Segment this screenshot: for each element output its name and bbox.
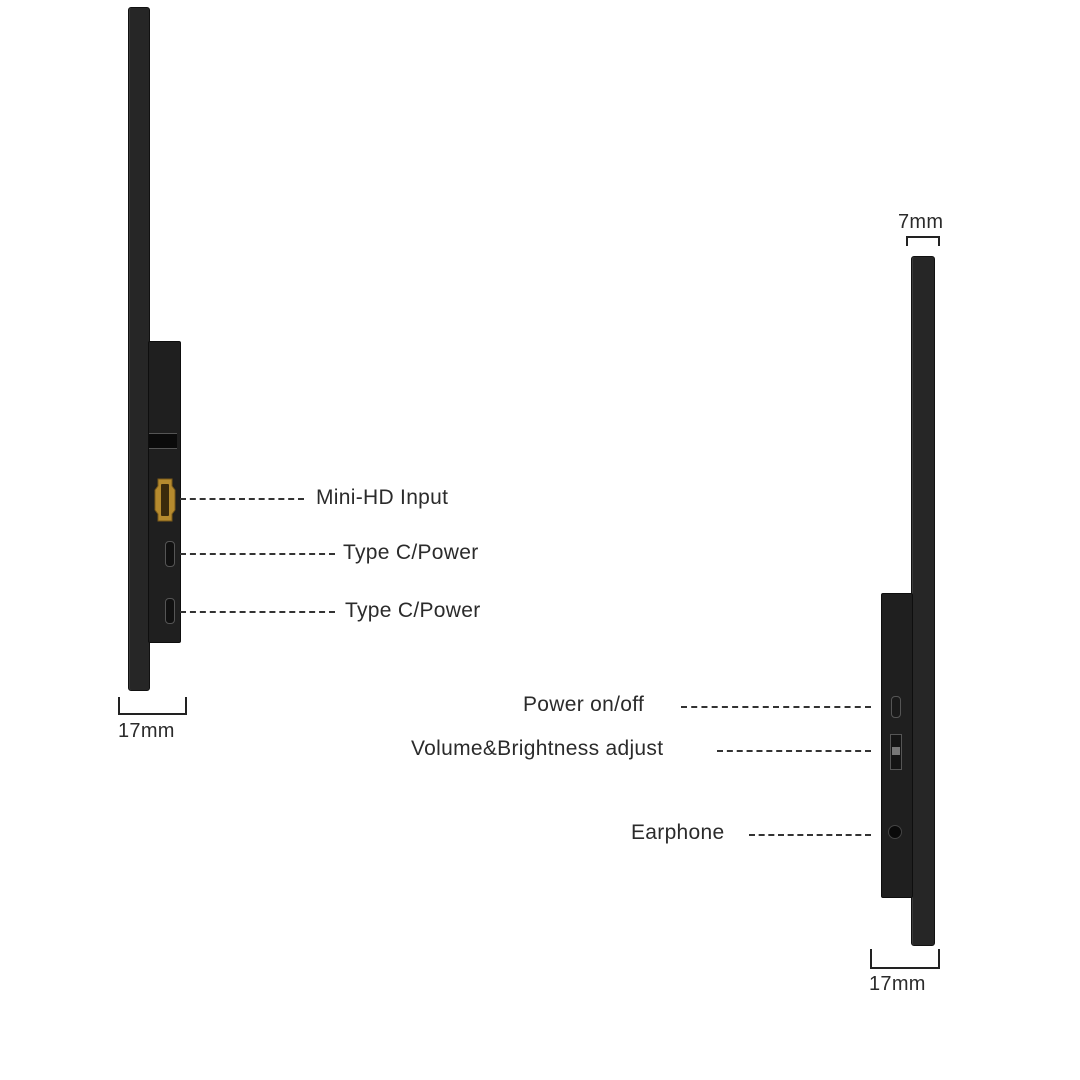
- type-c-2-leader-line: [180, 611, 335, 613]
- type-c-power-label-1: Type C/Power: [343, 541, 479, 564]
- left-thickness-label: 17mm: [118, 720, 175, 742]
- right-bottom-thickness-label: 17mm: [869, 973, 926, 995]
- volume-brightness-switch-icon: [890, 734, 902, 770]
- earphone-label: Earphone: [631, 821, 725, 844]
- type-c-power-label-2: Type C/Power: [345, 599, 481, 622]
- volume-brightness-label: Volume&Brightness adjust: [411, 737, 664, 760]
- right-top-thickness-label: 7mm: [898, 211, 944, 233]
- volume-leader-line: [717, 750, 871, 752]
- type-c-port-1-icon: [165, 541, 175, 567]
- right-bottom-thickness-bracket: [870, 949, 940, 969]
- left-monitor-side: Mini-HD Input Type C/Power Type C/Power …: [0, 0, 540, 760]
- earphone-jack-icon: [888, 825, 902, 839]
- left-thickness-bracket: [118, 697, 187, 715]
- power-button-icon: [891, 696, 901, 718]
- right-monitor-side: 7mm Power on/off Volume&Brightness adjus…: [400, 200, 1080, 1000]
- mini-hd-leader-line: [180, 498, 304, 500]
- mini-hd-input-label: Mini-HD Input: [316, 486, 449, 509]
- mini-hd-port-icon: [154, 478, 176, 522]
- power-leader-line: [681, 706, 871, 708]
- power-on-off-label: Power on/off: [523, 693, 645, 716]
- left-housing-notch: [149, 433, 177, 449]
- right-top-thickness-bracket: [906, 236, 940, 246]
- earphone-leader-line: [749, 834, 871, 836]
- type-c-1-leader-line: [180, 553, 335, 555]
- right-screen-panel: [911, 256, 935, 946]
- left-screen-panel: [128, 7, 150, 691]
- type-c-port-2-icon: [165, 598, 175, 624]
